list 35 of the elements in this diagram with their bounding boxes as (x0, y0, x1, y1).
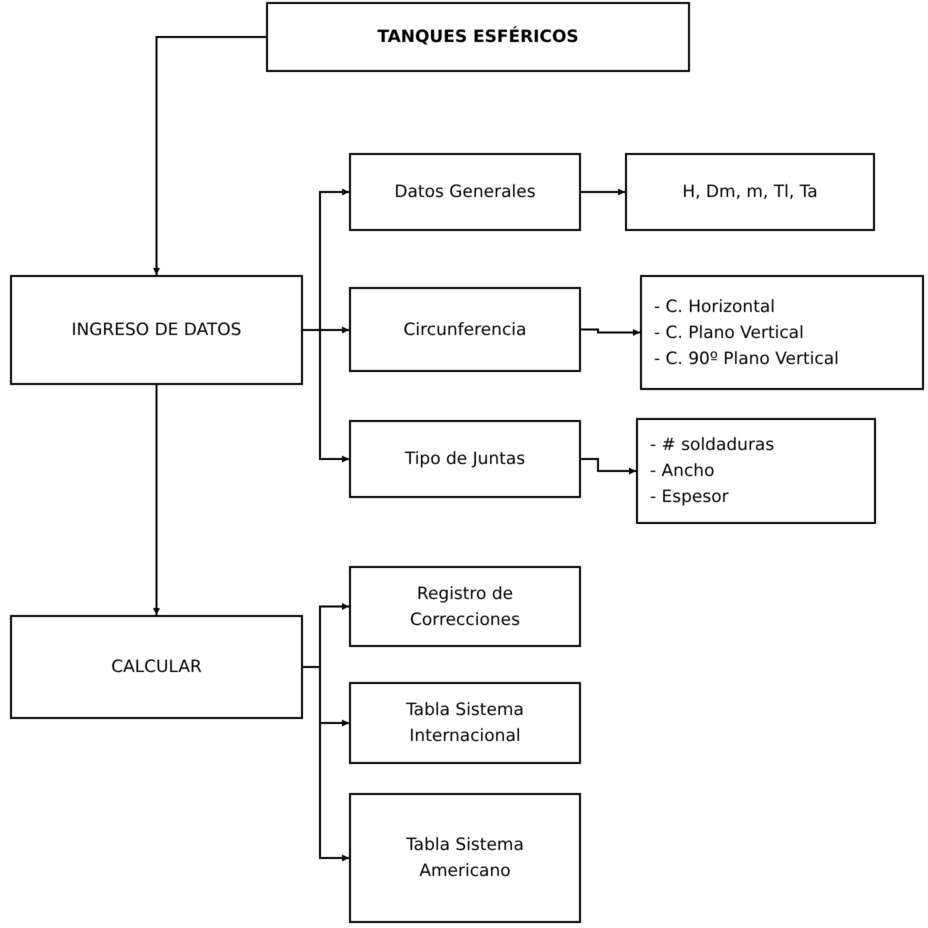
box-label: Tipo de Juntas (404, 448, 526, 471)
box-label: INGRESO DE DATOS (72, 319, 242, 342)
process-box (266, 2, 690, 72)
list-item: - C. 90º Plano Vertical (654, 348, 839, 370)
box-label: TANQUES ESFÉRICOS (377, 25, 579, 49)
process-box (349, 682, 581, 764)
process-box (349, 793, 581, 923)
arrow (303, 329, 349, 462)
process-box (349, 287, 581, 372)
list-item: - C. Horizontal (654, 296, 776, 318)
arrow (581, 328, 640, 336)
arrow (581, 458, 636, 474)
process-box (10, 615, 303, 719)
box-label: Tabla Sistema Americano (405, 834, 525, 883)
process-box (349, 420, 581, 498)
process-box (349, 566, 581, 647)
arrow (581, 188, 625, 196)
list-item: - Ancho (650, 460, 714, 483)
box-label: Tabla Sistema Internacional (405, 699, 525, 748)
process-box (625, 153, 875, 231)
box-label: Datos Generales (394, 181, 536, 204)
box-label: Registro de Correcciones (409, 582, 521, 632)
process-box (10, 275, 303, 385)
box-label: H, Dm, m, Tl, Ta (682, 181, 818, 204)
arrow (303, 666, 349, 862)
list-item: - C. Plano Vertical (654, 322, 804, 344)
process-box (636, 418, 876, 524)
arrow (153, 385, 160, 615)
process-box (349, 153, 581, 231)
box-label: Circunferencia (404, 318, 526, 342)
list-item: - # soldaduras (650, 434, 774, 457)
arrow (153, 36, 266, 275)
list-item: - Espesor (650, 486, 729, 509)
box-label: CALCULAR (111, 656, 202, 679)
process-box (640, 275, 924, 390)
